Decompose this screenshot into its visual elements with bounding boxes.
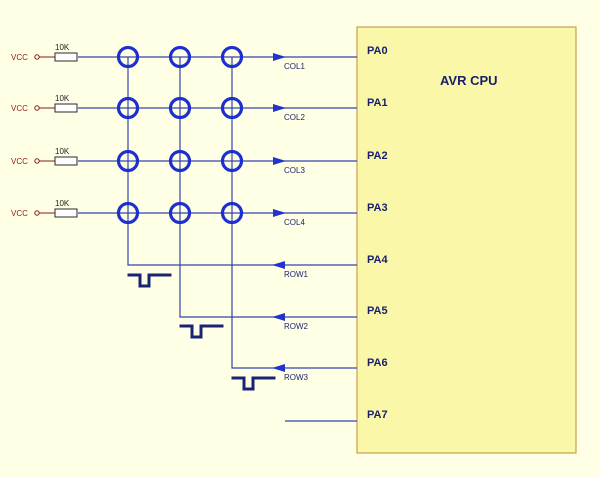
switch-node: [116, 149, 140, 173]
switch-node: [168, 201, 192, 225]
col4-arrow-right-icon: [273, 209, 286, 217]
col2-arrow-right-icon: [273, 104, 286, 112]
vcc-label: VCC: [11, 104, 28, 113]
col4-label: COL4: [284, 218, 305, 227]
pin-label-pa6: PA6: [367, 357, 388, 369]
column-wires: [78, 56, 357, 214]
resistor-value: 10K: [55, 94, 70, 103]
pin-label-pa2: PA2: [367, 150, 388, 162]
cpu-block: [356, 26, 577, 454]
row-wire-3: [231, 57, 357, 369]
col2-label: COL2: [284, 113, 305, 122]
pull-up-2: VCC 10K: [11, 94, 78, 113]
switch-node: [220, 149, 244, 173]
row2-arrow-left-icon: [272, 313, 285, 321]
switch-node: [220, 96, 244, 120]
row2-label: ROW2: [284, 322, 309, 331]
switch-node: [116, 96, 140, 120]
pin-label-pa0: PA0: [367, 45, 388, 57]
signal-labels: COL1 COL2 COL3 COL4 ROW1 ROW2 ROW3: [284, 62, 309, 382]
row1-pulse-icon: [127, 273, 172, 288]
row3-pulse-icon: [231, 376, 276, 391]
col1-label: COL1: [284, 62, 305, 71]
vcc-terminal-icon: [34, 105, 40, 111]
resistor-icon: [54, 208, 78, 218]
pull-up-3: VCC 10K: [11, 147, 78, 166]
signal-arrows: [272, 53, 286, 372]
resistor-value: 10K: [55, 199, 70, 208]
resistor-value: 10K: [55, 43, 70, 52]
col1-arrow-right-icon: [273, 53, 286, 61]
resistor-icon: [54, 52, 78, 62]
vcc-terminal-icon: [34, 54, 40, 60]
resistor-icon: [54, 103, 78, 113]
switch-matrix: [116, 45, 244, 225]
vcc-terminal-icon: [34, 158, 40, 164]
cpu-label: AVR CPU: [440, 73, 498, 88]
switch-node: [168, 149, 192, 173]
vcc-label: VCC: [11, 53, 28, 62]
vcc-terminal-icon: [34, 210, 40, 216]
switch-node: [220, 45, 244, 69]
row-wire-2: [179, 57, 357, 318]
row3-label: ROW3: [284, 373, 309, 382]
vcc-label: VCC: [11, 157, 28, 166]
resistor-icon: [54, 156, 78, 166]
cpu-pin-labels: PA0 PA1 PA2 PA3 PA4 PA5 PA6 PA7: [367, 45, 388, 421]
switch-node: [168, 96, 192, 120]
pin-label-pa5: PA5: [367, 305, 388, 317]
pull-up-network: VCC 10K VCC 10K VCC 10K VCC: [11, 43, 78, 218]
scan-pulses: [127, 273, 276, 391]
col3-arrow-right-icon: [273, 157, 286, 165]
row3-arrow-left-icon: [272, 364, 285, 372]
switch-node: [168, 45, 192, 69]
row2-pulse-icon: [179, 324, 224, 339]
row1-arrow-left-icon: [272, 261, 285, 269]
pin-label-pa1: PA1: [367, 97, 388, 109]
switch-node: [116, 201, 140, 225]
switch-node: [220, 201, 244, 225]
col3-label: COL3: [284, 166, 305, 175]
row1-label: ROW1: [284, 270, 309, 279]
resistor-value: 10K: [55, 147, 70, 156]
switch-node: [116, 45, 140, 69]
vcc-label: VCC: [11, 209, 28, 218]
pull-up-1: VCC 10K: [11, 43, 78, 62]
pin-label-pa3: PA3: [367, 202, 388, 214]
pin-label-pa7: PA7: [367, 409, 388, 421]
pull-up-4: VCC 10K: [11, 199, 78, 218]
pin-label-pa4: PA4: [367, 254, 388, 266]
